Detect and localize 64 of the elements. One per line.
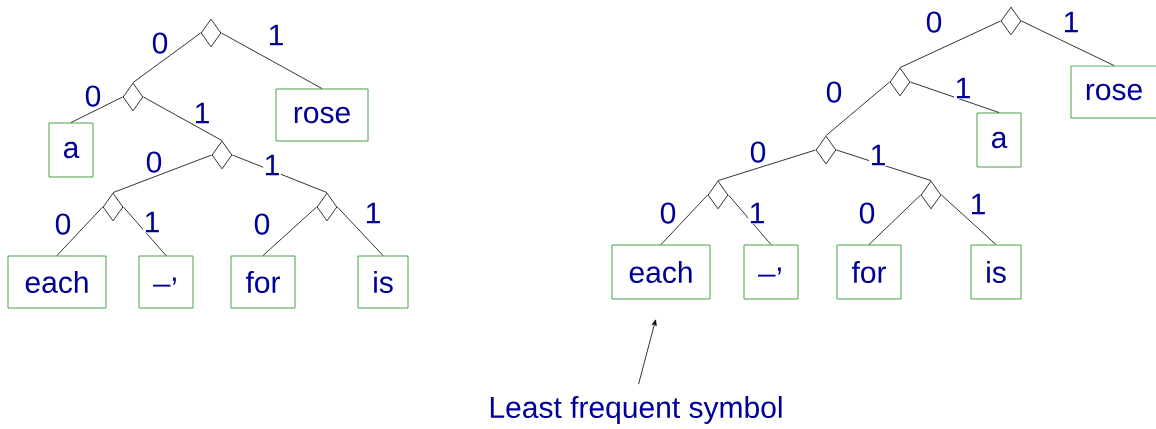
- leaf-box: each: [7, 255, 107, 309]
- edge-label: 1: [364, 202, 382, 224]
- edge-label: 1: [143, 211, 161, 233]
- diamond-node: [889, 67, 911, 97]
- edge-label: 0: [858, 201, 876, 225]
- diamond-node: [102, 192, 124, 222]
- tree-branch: [941, 194, 997, 245]
- edge-label: 0: [84, 84, 102, 108]
- edge-label: 0: [145, 150, 163, 174]
- edge-label: 1: [193, 102, 211, 124]
- tree-branch: [337, 206, 384, 256]
- tree-branch: [112, 154, 212, 193]
- edge-label: 0: [825, 80, 843, 104]
- tree-branch: [717, 149, 816, 181]
- diamond-node: [707, 180, 729, 210]
- edge-label: 0: [659, 201, 677, 225]
- leaf-box: a: [48, 122, 94, 178]
- edge-label: 0: [749, 140, 767, 164]
- arrow: [638, 319, 657, 385]
- leaf-box: for: [230, 255, 296, 309]
- tree-branch: [123, 206, 167, 256]
- leaf-box: _,: [138, 255, 194, 309]
- edge-label: 1: [267, 24, 285, 46]
- tree-branch: [825, 81, 890, 136]
- tree-branch: [143, 96, 223, 141]
- edge-label: 1: [263, 154, 281, 176]
- leaf-box: rose: [275, 88, 369, 142]
- edge-label: 0: [253, 212, 271, 236]
- leaf-box: is: [970, 244, 1022, 300]
- leaf-box: _,: [743, 244, 799, 300]
- edge-label: 0: [54, 212, 72, 236]
- diamond-node: [920, 180, 942, 210]
- tree-branch: [910, 81, 1000, 113]
- diamond-node: [815, 135, 837, 165]
- tree-branch: [132, 32, 201, 83]
- tree-branch: [728, 194, 772, 245]
- edge-label: 1: [869, 144, 887, 166]
- diamond-node: [1000, 6, 1022, 36]
- tree-branch: [660, 194, 708, 245]
- edge-label: 0: [925, 10, 943, 34]
- leaf-box: is: [357, 255, 409, 309]
- tree-branch: [221, 32, 323, 89]
- edge-label: 1: [748, 202, 766, 224]
- leaf-box: for: [836, 244, 902, 300]
- tree-branch: [1021, 20, 1115, 66]
- tree-branch: [836, 149, 932, 181]
- tree-branch: [262, 206, 317, 256]
- leaf-box: rose: [1070, 65, 1156, 119]
- edge-label: 1: [954, 77, 972, 99]
- tree-branch: [899, 20, 1001, 68]
- edge-label: 1: [969, 193, 987, 215]
- edge-label: 0: [151, 31, 169, 55]
- caption-text: Least frequent symbol: [490, 396, 782, 424]
- leaf-box: a: [976, 112, 1022, 168]
- tree-branch: [56, 206, 103, 256]
- tree-branch: [70, 96, 123, 123]
- edge-label: 1: [1062, 11, 1080, 33]
- leaf-box: each: [611, 244, 711, 300]
- tree-branch: [868, 194, 921, 245]
- diamond-node: [122, 82, 144, 112]
- diamond-node: [200, 18, 222, 48]
- diamond-node: [316, 192, 338, 222]
- tree-branch: [232, 154, 328, 193]
- diamond-node: [211, 140, 233, 170]
